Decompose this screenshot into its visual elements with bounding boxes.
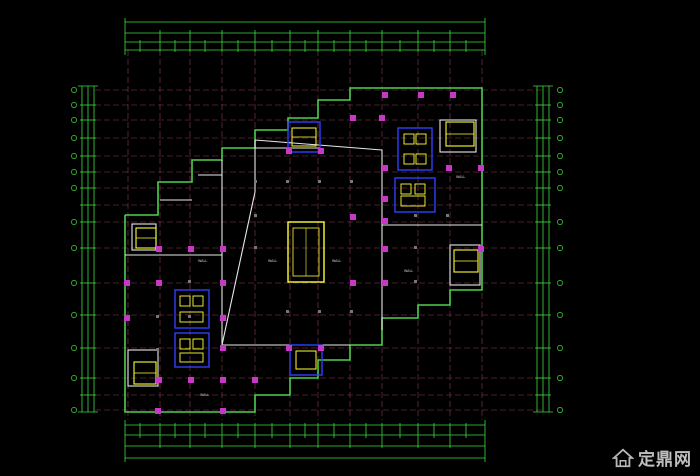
inner-walls	[125, 119, 482, 387]
core-left-stair-bottom	[133, 361, 157, 385]
core-right-upper	[397, 127, 433, 171]
right-axis-bubbles	[557, 87, 563, 413]
core-left-lower	[174, 332, 210, 368]
structural-columns	[124, 92, 484, 414]
bottom-dimension-chain	[124, 420, 486, 462]
watermark-text: 定鼎网	[638, 450, 692, 470]
column-markers	[156, 180, 449, 351]
room-label-marks: WALL WALL WALL WALL WALL WALL	[198, 175, 465, 397]
core-bottom-center	[289, 344, 323, 376]
room-label: WALL	[332, 259, 341, 263]
left-axis-bubbles	[71, 87, 77, 413]
right-dimension-chain	[533, 85, 553, 413]
left-dimension-chain	[78, 85, 98, 413]
room-label: WALL	[198, 259, 207, 263]
core-right-middle	[394, 177, 436, 213]
top-dimension-chain	[124, 18, 486, 55]
room-label: WALL	[200, 393, 209, 397]
axis-grid-lines	[95, 50, 545, 420]
room-label: WALL	[404, 269, 413, 273]
atrium-void	[287, 221, 325, 283]
watermark: 定鼎网	[612, 445, 692, 470]
outer-wall-outline	[124, 87, 483, 413]
house-logo-icon	[612, 448, 634, 467]
core-left-upper	[174, 289, 210, 329]
room-label: WALL	[456, 175, 465, 179]
core-right-stair-top	[445, 121, 475, 147]
core-left-stair-top	[135, 227, 157, 249]
core-top-center	[287, 121, 321, 153]
core-right-stair-bottom	[453, 249, 479, 273]
room-label: WALL	[268, 259, 277, 263]
